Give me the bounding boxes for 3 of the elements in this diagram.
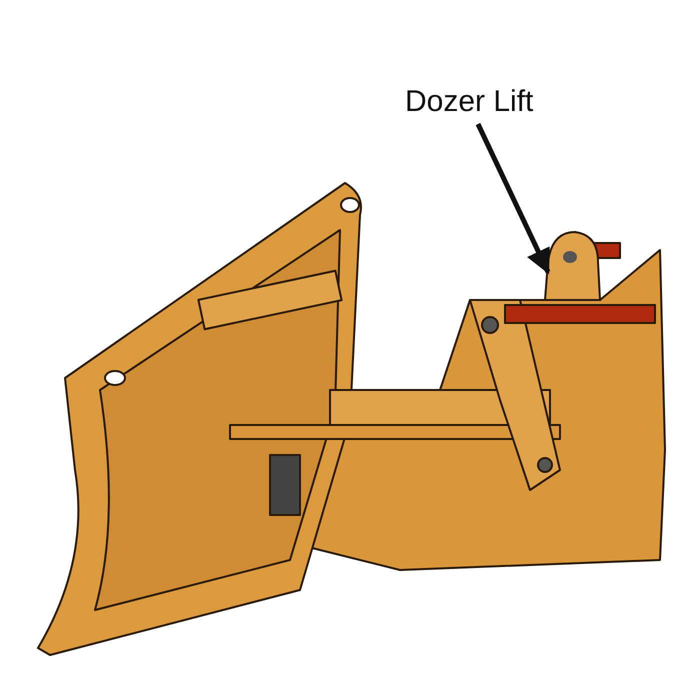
lift-bracket xyxy=(544,231,601,301)
leader-arrow xyxy=(476,122,550,274)
part-label: Dozer Lift xyxy=(405,84,534,120)
